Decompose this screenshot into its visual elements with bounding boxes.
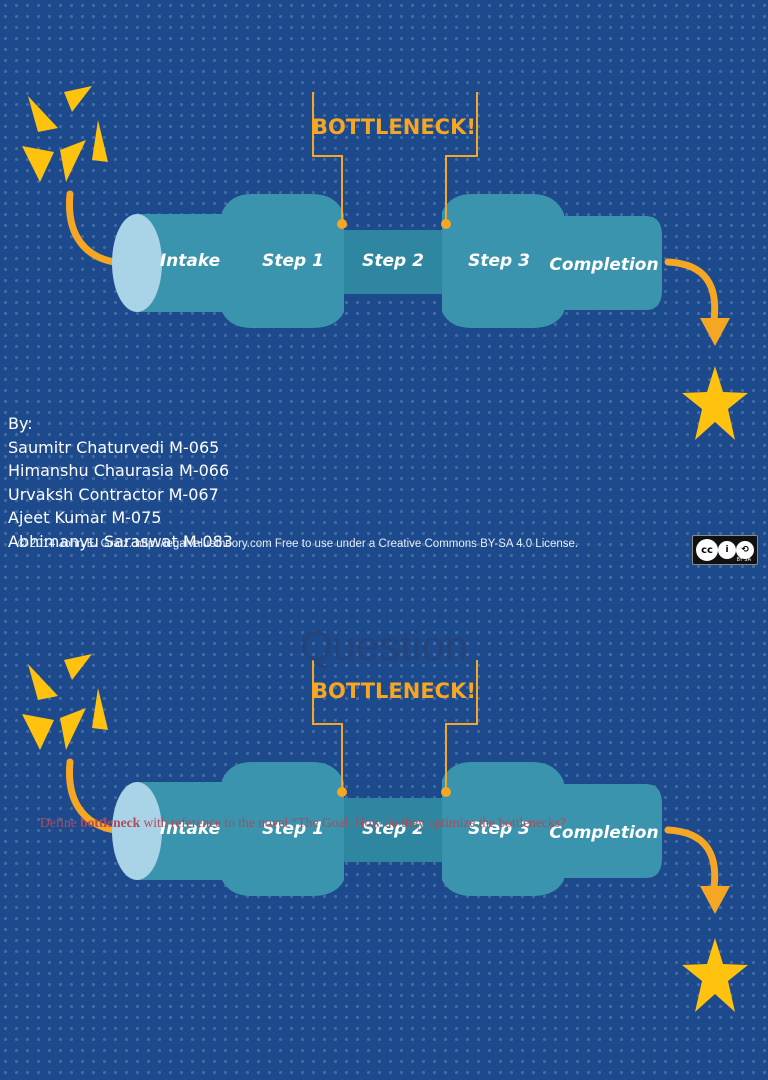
bracket-dot-left <box>337 219 347 229</box>
pipe-step1 <box>222 762 344 896</box>
stage-step3: Step 3 <box>468 819 530 839</box>
bottleneck-diagram: BOTTLENECK! Intake Step 1 Step 2 Step 3 … <box>22 86 748 440</box>
stage-completion: Completion <box>549 823 658 843</box>
author-name: Ajeet Kumar M-075 <box>8 508 162 527</box>
question-text-after: with reference to the novel “The Goal. H… <box>140 815 566 830</box>
attribution-icon: i <box>718 541 736 559</box>
authors-block: By: Saumitr Chaturvedi M-065 Himanshu Ch… <box>8 412 233 553</box>
cc-icon: cc <box>696 539 718 561</box>
author-name: Abhimanyu Saraswat M-083 <box>8 531 233 551</box>
question-heading: Question <box>299 622 469 669</box>
stage-step2: Step 2 <box>362 251 424 271</box>
copyright-notice: © 2014 John E. Gratz. http://legalvaluet… <box>18 538 579 550</box>
pipe-step3 <box>442 762 564 896</box>
question-text: Define bottleneck with reference to the … <box>40 814 650 831</box>
author-name: Himanshu Chaurasia M-066 <box>8 461 230 480</box>
pipe-opening <box>112 782 162 880</box>
bracket-dot-right <box>441 219 451 229</box>
stage-step2: Step 2 <box>362 819 424 839</box>
pipe-opening <box>112 214 162 312</box>
bottleneck-label: BOTTLENECK! <box>312 679 476 703</box>
stage-intake: Intake <box>160 251 220 271</box>
bracket-dot-left <box>337 787 347 797</box>
stage-step1: Step 1 <box>262 251 324 271</box>
author-name: Urvaksh Contractor M-067 <box>8 484 219 504</box>
stage-intake: Intake <box>160 819 220 839</box>
stage-completion: Completion <box>549 255 658 275</box>
output-arrow-icon <box>664 258 730 346</box>
creative-commons-badge[interactable]: cc i ⟲ BY SA <box>692 535 758 565</box>
pipe-step3 <box>442 194 564 328</box>
star-icon <box>682 938 748 1012</box>
pipe-step1 <box>222 194 344 328</box>
pipe-completion <box>540 784 662 878</box>
pipe-completion <box>540 216 662 310</box>
author-name: Saumitr Chaturvedi M-065 <box>8 437 220 457</box>
slide-1: BOTTLENECK! Intake Step 1 Step 2 Step 3 … <box>0 0 768 565</box>
sparkle-icon <box>22 654 108 750</box>
share-alike-icon: ⟲ <box>736 541 754 559</box>
authors-heading: By: <box>8 414 33 433</box>
question-text-before: Define <box>40 815 81 830</box>
bracket-dot-right <box>441 787 451 797</box>
stage-step3: Step 3 <box>468 251 530 271</box>
bottleneck-bracket <box>312 92 478 222</box>
slide-2: BOTTLENECK! Intake Step 1 Step 2 Step 3 … <box>0 568 768 1080</box>
question-keyword: bottleneck <box>80 815 141 830</box>
cc-badge-caption: BY SA <box>736 557 752 563</box>
star-icon <box>682 366 748 440</box>
bottleneck-bracket <box>312 660 478 790</box>
sparkle-icon <box>22 86 108 182</box>
output-arrow-icon <box>664 826 730 914</box>
stage-step1: Step 1 <box>262 819 324 839</box>
bottleneck-diagram-copy: BOTTLENECK! Intake Step 1 Step 2 Step 3 … <box>22 654 748 1012</box>
bottleneck-label: BOTTLENECK! <box>312 115 476 139</box>
